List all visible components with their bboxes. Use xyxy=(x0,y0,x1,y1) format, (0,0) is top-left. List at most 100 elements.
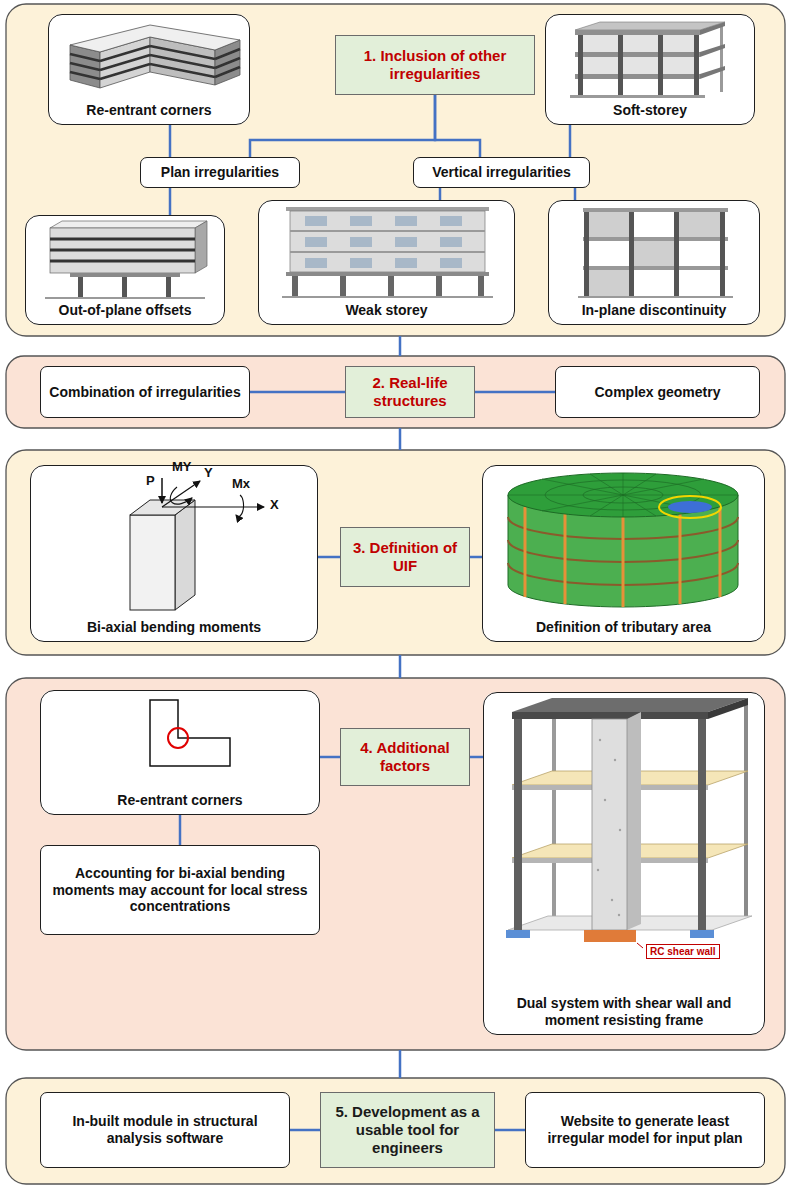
node-text: Bi-axial bending moments xyxy=(87,619,261,636)
dual-system-illustration xyxy=(708,698,748,719)
node-text: Definition of tributary area xyxy=(536,619,711,636)
node-text: In-built module in structural analysis s… xyxy=(49,1113,281,1147)
in-plane-discontinuity-illustration xyxy=(583,237,728,241)
in-plane-discontinuity-illustration xyxy=(578,296,733,298)
dual-system-illustration xyxy=(690,930,714,938)
text-box: Complex geometry xyxy=(555,366,760,418)
soft-storey-illustration xyxy=(580,57,698,74)
soft-storey-illustration xyxy=(580,35,698,52)
offset-building-illustration xyxy=(50,239,195,261)
dual-system-illustration xyxy=(698,719,706,930)
in-plane-discontinuity-illustration xyxy=(583,208,728,212)
node-text: 4. Additional factors xyxy=(347,739,463,775)
cylindrical-building-illustration xyxy=(508,473,738,517)
dual-system-illustration xyxy=(627,712,641,930)
node-text: Weak storey xyxy=(345,302,427,319)
weak-storey-illustration xyxy=(436,276,442,296)
text-box: Website to generate least irregular mode… xyxy=(525,1092,765,1168)
weak-storey-illustration xyxy=(440,237,462,247)
in-plane-discontinuity-illustration xyxy=(583,208,728,270)
cylindrical-building-illustration xyxy=(525,507,720,607)
picture-box-ground xyxy=(30,465,318,642)
in-plane-discontinuity-illustration xyxy=(583,266,728,270)
node-text: 5. Development as a usable tool for engi… xyxy=(327,1103,488,1157)
image-box: Weak storey xyxy=(258,200,515,325)
offset-building-illustration xyxy=(45,221,207,299)
picture-box-ground xyxy=(482,465,765,642)
picture-box-ground xyxy=(40,690,320,815)
l-plan-illustration xyxy=(150,700,230,766)
band-panel xyxy=(6,450,785,655)
node-text: 2. Real-life structures xyxy=(352,374,468,410)
weak-storey-illustration xyxy=(388,276,394,296)
dual-system-illustration xyxy=(618,914,620,916)
column-illustration xyxy=(130,515,175,610)
dual-system-illustration xyxy=(592,719,627,930)
l-plan-illustration xyxy=(150,700,230,766)
in-plane-discontinuity-illustration xyxy=(578,208,733,298)
picture-box-ground xyxy=(548,200,760,325)
cylindrical-building-illustration xyxy=(508,473,738,607)
cylindrical-building-illustration xyxy=(508,473,738,517)
x-axis-arrow xyxy=(162,506,264,507)
column-illustration xyxy=(130,478,264,610)
dual-system-illustration xyxy=(512,712,708,719)
in-plane-discontinuity-illustration xyxy=(584,212,725,296)
node-text: Vertical irregularities xyxy=(432,164,571,181)
soft-storey-illustration xyxy=(700,66,725,79)
in-plane-discontinuity-illustration xyxy=(633,241,677,266)
in-plane-discontinuity-illustration xyxy=(674,212,679,296)
picture-box-ground xyxy=(25,215,225,325)
image-box: Re-entrant corners xyxy=(48,14,250,125)
moment-arc xyxy=(236,495,244,517)
connector-line xyxy=(495,1129,525,1132)
node-text: Combination of irregularities xyxy=(49,384,240,401)
in-plane-discontinuity-illustration xyxy=(588,212,632,237)
title-box: 5. Development as a usable tool for engi… xyxy=(320,1092,495,1168)
image-box: Out-of-plane offsets xyxy=(25,215,225,325)
in-plane-discontinuity-illustration xyxy=(629,212,634,296)
image-box: Definition of tributary area xyxy=(482,465,765,642)
in-plane-discontinuity-illustration xyxy=(588,212,722,296)
weak-storey-illustration xyxy=(478,276,484,296)
cylindrical-building-illustration xyxy=(659,496,721,518)
text-box: In-built module in structural analysis s… xyxy=(40,1092,290,1168)
band-link-line xyxy=(399,336,402,1078)
soft-storey-illustration xyxy=(618,35,623,95)
dual-system-illustration xyxy=(597,869,599,871)
weak-storey-illustration xyxy=(395,258,417,268)
weak-storey-illustration xyxy=(395,237,417,247)
weak-storey-illustration xyxy=(292,276,298,296)
text-box: Accounting for bi-axial bending moments … xyxy=(40,845,320,935)
dual-system-illustration xyxy=(506,930,530,938)
soft-storey-illustration xyxy=(658,35,663,95)
node-text: Soft-storey xyxy=(613,102,687,119)
offset-building-illustration xyxy=(166,277,171,297)
soft-storey-illustration xyxy=(578,35,583,95)
soft-storey-illustration xyxy=(570,95,705,98)
text-box: Plan irregularities xyxy=(140,157,300,188)
weak-storey-illustration xyxy=(286,207,489,211)
picture-box-ground xyxy=(25,14,765,1035)
dual-system-illustration xyxy=(584,930,636,942)
connector-line xyxy=(435,95,480,157)
offset-building-illustration xyxy=(45,297,205,299)
title-box: 3. Definition of UIF xyxy=(340,527,470,587)
connector-line xyxy=(475,391,555,394)
weak-storey-illustration xyxy=(350,258,372,268)
weak-storey-illustration xyxy=(305,216,462,268)
title-box: 4. Additional factors xyxy=(340,728,470,786)
connector-line xyxy=(470,556,482,559)
dual-system-illustration xyxy=(552,705,556,917)
connector-line xyxy=(318,556,340,559)
node-text: Dual system with shear wall and moment r… xyxy=(492,995,756,1029)
dual-system-illustration xyxy=(597,739,621,916)
weak-storey-illustration xyxy=(440,216,462,226)
connector-line xyxy=(439,188,442,200)
l-building-illustration xyxy=(70,46,240,79)
node-text: Complex geometry xyxy=(594,384,720,401)
offset-building-illustration xyxy=(70,273,180,277)
node-text: Re-entrant corners xyxy=(117,792,242,809)
